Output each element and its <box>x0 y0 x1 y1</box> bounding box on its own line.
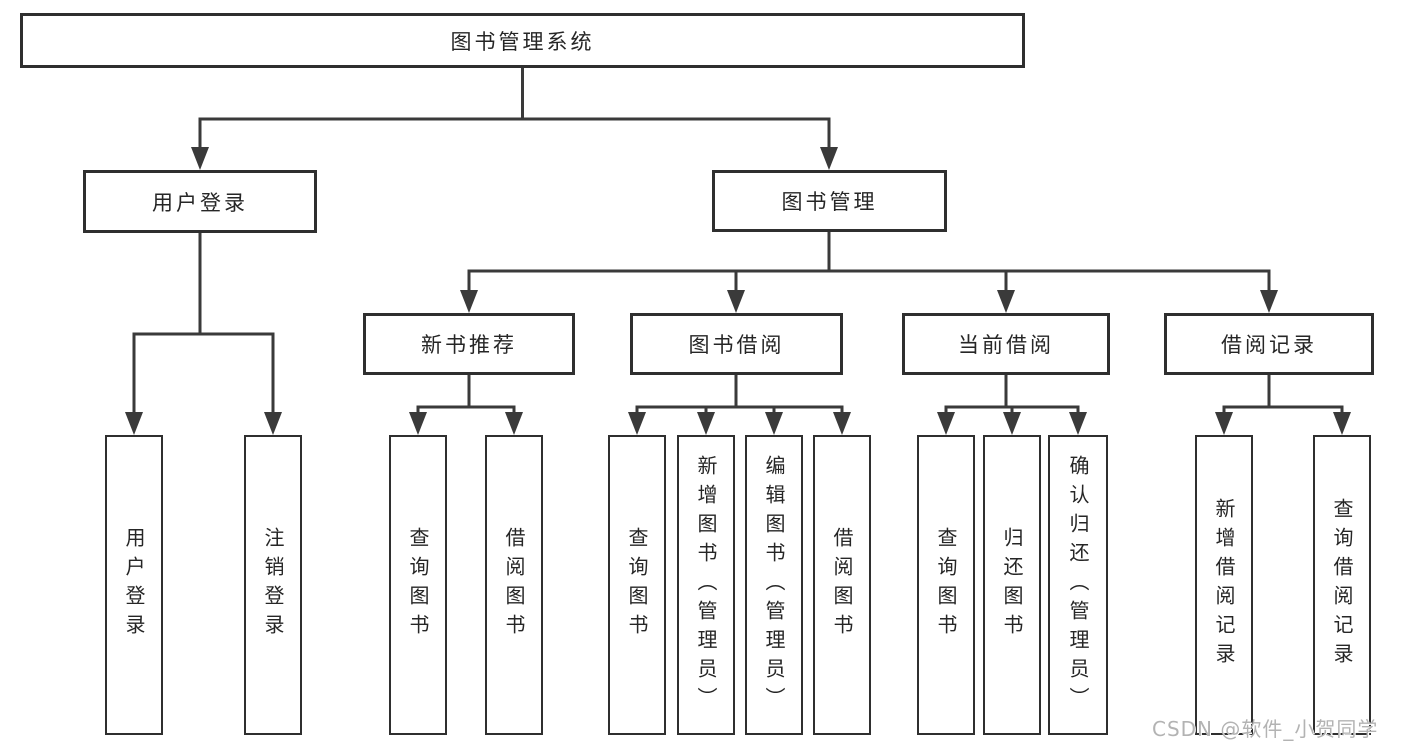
leaf-bb-query-books: 查询图书 <box>608 435 666 735</box>
leaf-br-query-record: 查询借阅记录 <box>1313 435 1371 735</box>
leaf-user-login: 用户登录 <box>105 435 163 735</box>
leaf-bb-borrow-books-label: 借阅图书 <box>830 527 854 643</box>
node-current-borrowing-label: 当前借阅 <box>958 333 1054 357</box>
node-user-login: 用户登录 <box>83 170 317 233</box>
node-book-borrowing-label: 图书借阅 <box>688 333 785 357</box>
connector-new-book-to-leaves <box>409 375 523 435</box>
leaf-nbr-query-books-label: 查询图书 <box>406 527 430 643</box>
connector-root-to-level2 <box>191 68 838 170</box>
node-current-borrowing: 当前借阅 <box>902 313 1110 375</box>
connector-book-borrow-to-leaves <box>628 375 851 435</box>
node-new-book-recommendation-label: 新书推荐 <box>421 333 517 357</box>
csdn-watermark: CSDN @软件_小贺同学 <box>1152 717 1379 741</box>
node-root-label: 图书管理系统 <box>450 29 595 54</box>
connector-book-mgmt-to-level3 <box>460 232 1278 313</box>
leaf-nbr-query-books: 查询图书 <box>389 435 447 735</box>
node-root-system: 图书管理系统 <box>20 13 1025 68</box>
leaf-br-query-record-label: 查询借阅记录 <box>1330 498 1354 672</box>
leaf-cb-confirm-return-admin-label: 确认归还（管理员） <box>1066 454 1090 716</box>
node-borrowing-records-label: 借阅记录 <box>1221 333 1317 357</box>
connector-current-borrow-to-leaves <box>937 375 1087 435</box>
leaf-br-add-record-label: 新增借阅记录 <box>1212 498 1236 672</box>
node-book-management: 图书管理 <box>712 170 947 232</box>
connector-borrow-records-to-leaves <box>1215 375 1351 435</box>
node-new-book-recommendation: 新书推荐 <box>363 313 575 375</box>
node-user-login-label: 用户登录 <box>152 190 248 215</box>
leaf-user-login-label: 用户登录 <box>122 527 146 643</box>
leaf-cb-return-books: 归还图书 <box>983 435 1041 735</box>
leaf-nbr-borrow-books-label: 借阅图书 <box>502 527 526 643</box>
leaf-bb-add-book-admin: 新增图书（管理员） <box>677 435 735 735</box>
leaf-br-add-record: 新增借阅记录 <box>1195 435 1253 735</box>
node-borrowing-records: 借阅记录 <box>1164 313 1374 375</box>
leaf-nbr-borrow-books: 借阅图书 <box>485 435 543 735</box>
node-book-management-label: 图书管理 <box>781 190 878 214</box>
node-book-borrowing: 图书借阅 <box>630 313 843 375</box>
leaf-cb-confirm-return-admin: 确认归还（管理员） <box>1048 435 1108 735</box>
leaf-bb-edit-book-admin-label: 编辑图书（管理员） <box>762 454 786 716</box>
leaf-bb-edit-book-admin: 编辑图书（管理员） <box>745 435 803 735</box>
leaf-cb-query-books: 查询图书 <box>917 435 975 735</box>
leaf-bb-query-books-label: 查询图书 <box>625 527 649 643</box>
leaf-logout: 注销登录 <box>244 435 302 735</box>
leaf-logout-label: 注销登录 <box>261 527 285 643</box>
leaf-cb-query-books-label: 查询图书 <box>934 527 958 643</box>
leaf-bb-add-book-admin-label: 新增图书（管理员） <box>694 454 718 716</box>
connector-user-login-to-leaves <box>125 233 282 435</box>
leaf-cb-return-books-label: 归还图书 <box>1000 527 1024 643</box>
leaf-bb-borrow-books: 借阅图书 <box>813 435 871 735</box>
